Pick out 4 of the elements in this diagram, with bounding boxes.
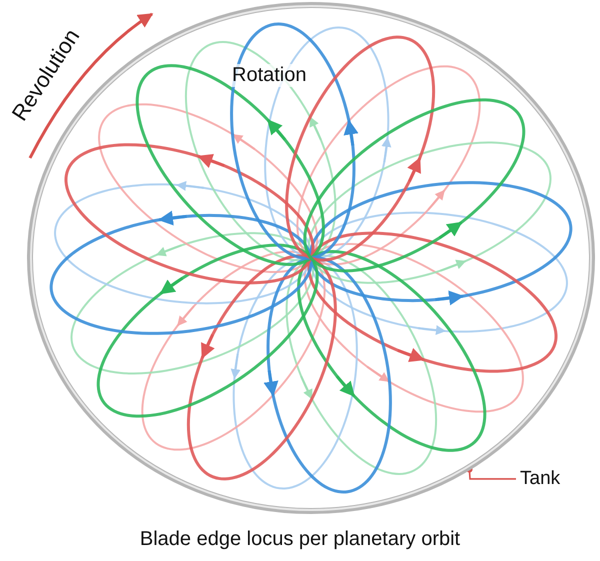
leader-line xyxy=(466,466,516,480)
motion-label: Rotation xyxy=(232,64,306,87)
part-label: Tank xyxy=(520,468,560,490)
caption: Blade edge locus per planetary orbit xyxy=(138,528,462,551)
